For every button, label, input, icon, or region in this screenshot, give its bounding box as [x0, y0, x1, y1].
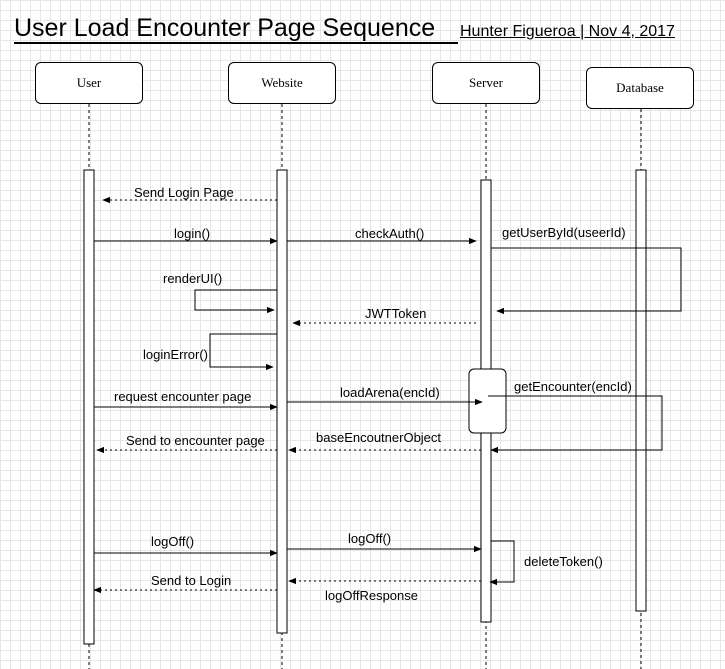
label-log-off-user: logOff() — [151, 534, 194, 549]
label-request-encounter-page: request encounter page — [114, 389, 251, 404]
label-log-off-website: logOff() — [348, 531, 391, 546]
diagram-title: User Load Encounter Page Sequence — [14, 14, 436, 42]
label-load-arena: loadArena(encId) — [340, 385, 440, 400]
activation-database — [635, 169, 647, 612]
participant-server: Server — [432, 62, 540, 104]
label-log-off-response: logOffResponse — [325, 588, 418, 603]
arrow-delete-token — [489, 540, 515, 586]
title-underline — [14, 42, 458, 44]
arrow-get-encounter — [488, 395, 663, 454]
arrow-login-error — [209, 333, 277, 371]
label-send-to-login: Send to Login — [151, 573, 231, 588]
activation-server-nested — [468, 368, 507, 434]
label-render-ui: renderUI() — [163, 271, 222, 286]
label-jwt-token: JWTToken — [365, 306, 426, 321]
label-send-to-encounter-page: Send to encounter page — [126, 433, 265, 448]
label-get-encounter: getEncounter(encId) — [514, 379, 632, 394]
activation-user — [83, 169, 95, 645]
author-date: Hunter Figueroa | Nov 4, 2017 — [460, 23, 675, 40]
label-check-auth: checkAuth() — [355, 226, 424, 241]
label-delete-token: deleteToken() — [524, 554, 603, 569]
activation-website — [276, 169, 288, 634]
participant-website: Website — [228, 62, 336, 104]
participant-user: User — [35, 62, 143, 104]
label-get-user-by-id: getUserById(useerId) — [502, 225, 626, 240]
arrow-get-user-by-id — [491, 247, 682, 315]
arrow-render-ui — [194, 289, 277, 314]
label-send-login-page: Send Login Page — [134, 185, 234, 200]
participant-database: Database — [586, 67, 694, 109]
label-base-encounter-object: baseEncoutnerObject — [316, 430, 441, 445]
label-login: login() — [174, 226, 210, 241]
label-login-error: loginError() — [143, 347, 208, 362]
